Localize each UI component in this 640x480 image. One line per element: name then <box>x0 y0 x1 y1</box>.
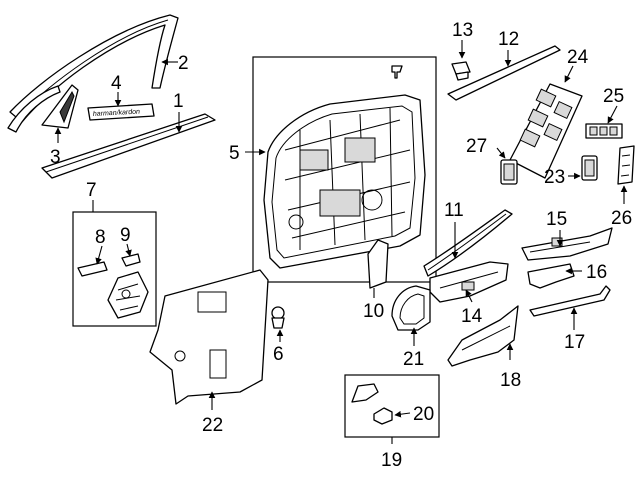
handle-bezel-part <box>391 285 431 331</box>
callout-7: 7 <box>86 180 97 201</box>
callout-27: 27 <box>466 136 487 157</box>
switch-part-23 <box>581 155 598 181</box>
callout-16: 16 <box>586 262 607 283</box>
callout-9: 9 <box>120 225 131 246</box>
callout-11: 11 <box>444 200 464 221</box>
callout-labels: 1 2 3 4 5 6 7 8 9 10 11 12 13 14 15 16 1… <box>50 20 632 471</box>
courtesy-lamp-bulb-part <box>373 407 393 425</box>
leader-lines <box>54 40 628 444</box>
callout-18: 18 <box>500 370 521 391</box>
callout-2: 2 <box>178 53 189 74</box>
callout-25: 25 <box>603 86 624 107</box>
courtesy-lamp-lens-part <box>351 383 379 403</box>
switch-part-27 <box>500 159 518 185</box>
weatherstrip-part <box>447 45 561 101</box>
hinge-cover-part-8 <box>77 261 108 277</box>
callout-14: 14 <box>461 306 483 327</box>
callout-26: 26 <box>611 208 632 229</box>
upper-garnish-part <box>423 209 513 277</box>
callout-19: 19 <box>381 450 402 471</box>
hinge-parts-box <box>72 211 157 327</box>
pillar-garnish-part <box>7 84 79 133</box>
armrest-part <box>521 227 613 261</box>
callout-12: 12 <box>498 29 519 50</box>
callout-15: 15 <box>546 209 567 230</box>
watershield-part <box>149 269 269 405</box>
callout-22: 22 <box>202 415 223 436</box>
corner-trim-part <box>367 239 389 289</box>
callout-10: 10 <box>363 301 384 322</box>
emblem-text: harman/kardon <box>93 109 140 118</box>
hinge-cover-part-9 <box>121 253 141 267</box>
lower-trim-panel-part <box>447 305 519 367</box>
reinforcement-part <box>529 285 611 317</box>
door-panel-box <box>252 56 437 283</box>
callout-21: 21 <box>403 349 424 370</box>
callout-4: 4 <box>111 73 122 94</box>
callout-24: 24 <box>567 47 589 68</box>
hinge-bracket-part <box>107 271 149 319</box>
callout-8: 8 <box>95 227 106 248</box>
switch-panel-part <box>585 123 623 139</box>
trim-clip-part-13 <box>451 61 471 81</box>
callout-23: 23 <box>544 167 565 188</box>
clip-part <box>271 306 285 329</box>
callout-5: 5 <box>229 143 240 164</box>
switch-bracket-part <box>617 145 635 185</box>
door-inner-panel-part <box>263 65 426 269</box>
armrest-bracket-part <box>527 263 575 289</box>
callout-13: 13 <box>452 20 473 41</box>
callout-3: 3 <box>50 147 61 168</box>
callout-17: 17 <box>564 332 585 353</box>
armrest-trim-part <box>429 261 509 303</box>
master-window-switch-part <box>509 83 583 179</box>
callout-20: 20 <box>413 404 434 425</box>
callout-1: 1 <box>173 91 184 112</box>
callout-6: 6 <box>273 344 284 365</box>
harman-kardon-emblem-part: harman/kardon <box>87 103 155 121</box>
